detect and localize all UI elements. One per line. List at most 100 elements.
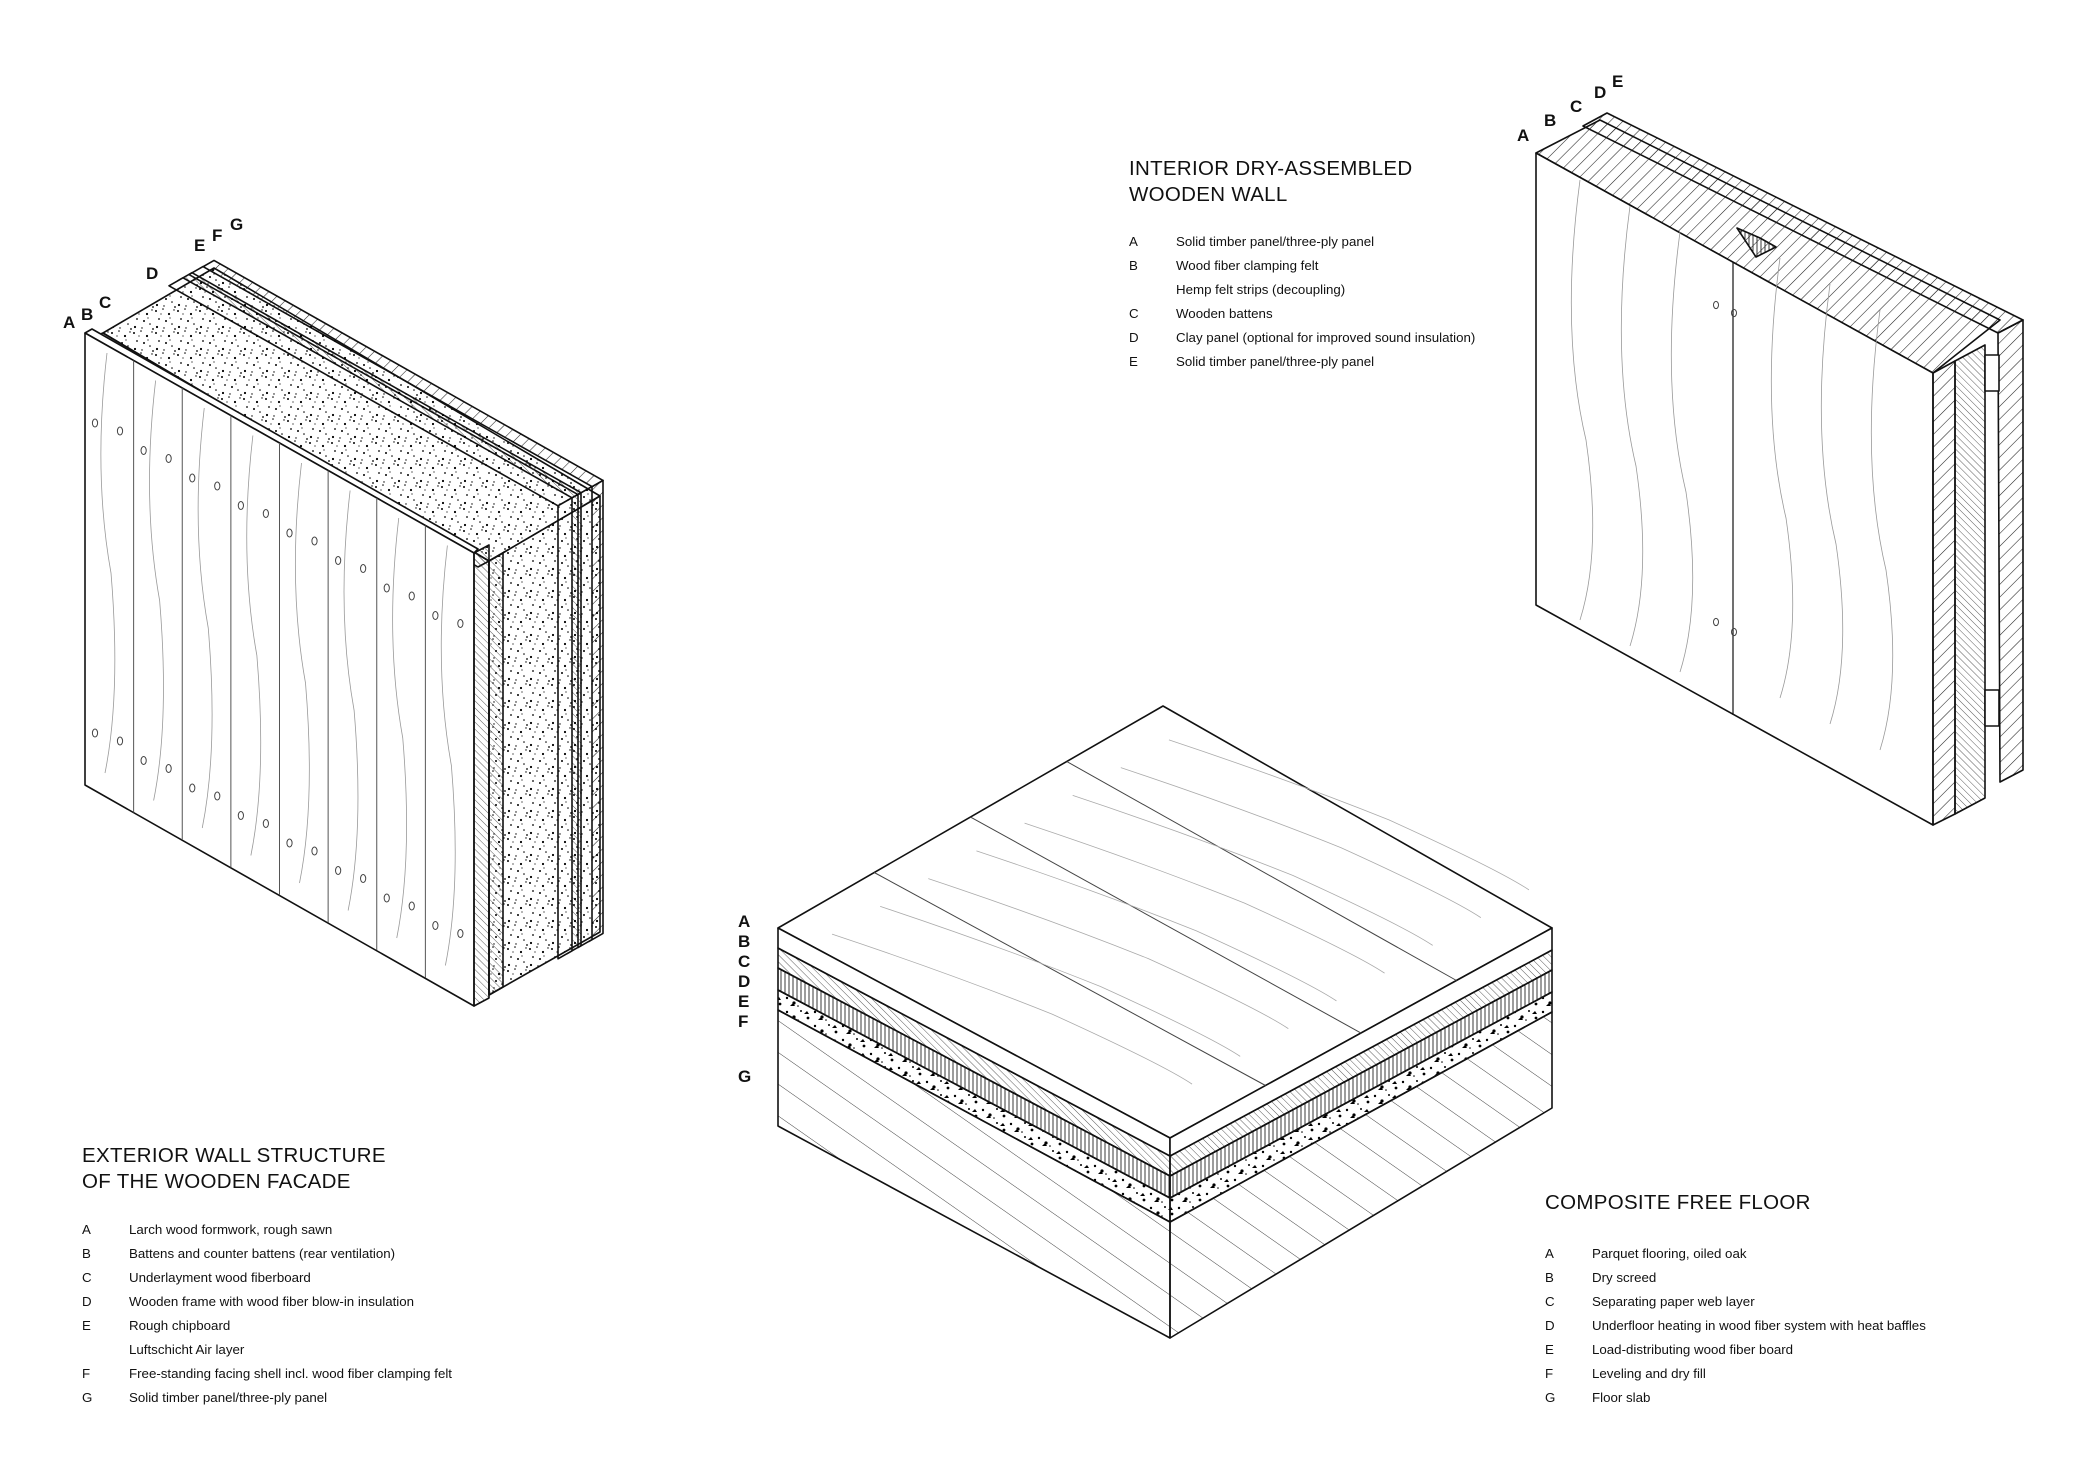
ext-nail-mark <box>116 426 124 436</box>
ext-wood-grain <box>100 352 116 774</box>
exterior-wall-drawing <box>84 259 604 1007</box>
parquet-grain <box>880 905 1241 1057</box>
exterior-label-b: B <box>81 305 94 324</box>
exterior-title: EXTERIOR WALL STRUCTURE OF THE WOODEN FA… <box>82 1143 386 1195</box>
ext-nail-mark <box>214 791 221 801</box>
ext-nail-mark <box>286 838 293 848</box>
exterior-label-e: E <box>194 236 206 255</box>
exterior-legend-key: E <box>82 1318 91 1333</box>
ext-wood-grain <box>295 462 310 884</box>
exterior-label-d: D <box>146 264 159 283</box>
exterior-label-a: A <box>63 313 76 332</box>
exterior-title-line2: OF THE WOODEN FACADE <box>82 1170 351 1193</box>
ext-nail-mark <box>116 736 124 746</box>
floor-legend-key: D <box>1545 1318 1555 1333</box>
ext-nail-mark <box>383 583 390 593</box>
interior-legend-key: A <box>1129 234 1138 249</box>
ext-nail-mark <box>189 473 196 483</box>
exterior-label-f: F <box>212 226 223 245</box>
int-wood-grain <box>1670 231 1694 673</box>
floor-drawing <box>777 705 1553 1339</box>
interior-clay-strip <box>1736 227 1777 258</box>
ext-nail-mark <box>286 528 293 538</box>
floor-label-a: A <box>738 912 751 931</box>
parquet-board-joint <box>1066 761 1457 981</box>
interior-title-line2: WOODEN WALL <box>1129 183 1288 206</box>
ext-nail-mark <box>91 728 99 738</box>
floor-title-text: COMPOSITE FREE FLOOR <box>1545 1191 1811 1214</box>
batten-side <box>473 544 490 1007</box>
floor-label-g: G <box>738 1067 752 1086</box>
exterior-legend-key: B <box>82 1246 91 1261</box>
int-nail-mark <box>1713 617 1719 627</box>
exterior-legend-text: Rough chipboard <box>129 1318 231 1333</box>
interior-legend-text: Clay panel (optional for improved sound … <box>1176 330 1476 345</box>
int-nail-mark <box>1731 627 1737 637</box>
floor-legend-text: Underfloor heating in wood fiber system … <box>1592 1318 1926 1333</box>
floor-legend-text: Separating paper web layer <box>1592 1294 1755 1309</box>
ext-nail-mark <box>457 619 464 628</box>
int-wood-grain <box>1770 257 1794 699</box>
ext-nail-mark <box>91 418 99 428</box>
ext-nail-mark <box>335 556 342 565</box>
interior-label-a: A <box>1517 126 1530 145</box>
exterior-legend-key: G <box>82 1390 93 1405</box>
ext-nail-mark <box>457 929 464 938</box>
exterior-legend-text: Larch wood formwork, rough sawn <box>129 1222 333 1237</box>
parquet-grain <box>1120 767 1482 918</box>
interior-label-c: C <box>1570 97 1583 116</box>
interior-legend-key: C <box>1129 306 1139 321</box>
interior-label-d: D <box>1594 83 1607 102</box>
ext-nail-mark <box>262 819 269 828</box>
exterior-label-c: C <box>99 293 112 312</box>
int-wood-grain <box>1870 309 1894 751</box>
exterior-label-g: G <box>230 215 244 234</box>
exterior-legend-key: D <box>82 1294 92 1309</box>
floor-label-c: C <box>738 952 751 971</box>
exterior-legend-text: Underlayment wood fiberboard <box>129 1270 311 1285</box>
ext-wood-grain <box>246 435 262 856</box>
ext-nail-mark <box>165 454 172 463</box>
insulation-edge <box>488 552 504 996</box>
floor-legend-key: G <box>1545 1390 1556 1405</box>
parquet-grain <box>928 878 1289 1029</box>
exterior-legend-text: Battens and counter battens (rear ventil… <box>129 1246 396 1261</box>
ext-wood-grain <box>197 407 213 829</box>
interior-back-side <box>1997 319 2024 783</box>
parquet-right-edge <box>1169 927 1553 1157</box>
interior-legend-row: D Clay panel (optional for improved sound… <box>1129 326 1475 350</box>
interior-label-e: E <box>1612 72 1624 91</box>
parquet-grain <box>1024 822 1385 974</box>
ext-nail-mark <box>140 756 147 765</box>
ext-wood-grain <box>343 490 359 911</box>
parquet-grain <box>831 933 1193 1085</box>
ext-wood-grain <box>440 545 456 966</box>
floor-legend-key: B <box>1545 1270 1554 1285</box>
ext-nail-mark <box>189 783 196 793</box>
interior-legend-key: D <box>1129 330 1139 345</box>
floor-legend-key: C <box>1545 1294 1555 1309</box>
ext-nail-mark <box>165 764 172 773</box>
ext-nail-mark <box>214 481 221 491</box>
ext-nail-mark <box>237 811 244 820</box>
interior-legend-text: Hemp felt strips (decoupling) <box>1176 282 1346 297</box>
ext-nail-mark <box>408 901 415 911</box>
floor-label-e: E <box>738 992 750 1011</box>
interior-front-side <box>1932 360 1956 826</box>
ext-nail-mark <box>383 893 390 903</box>
ext-nail-mark <box>360 564 367 573</box>
